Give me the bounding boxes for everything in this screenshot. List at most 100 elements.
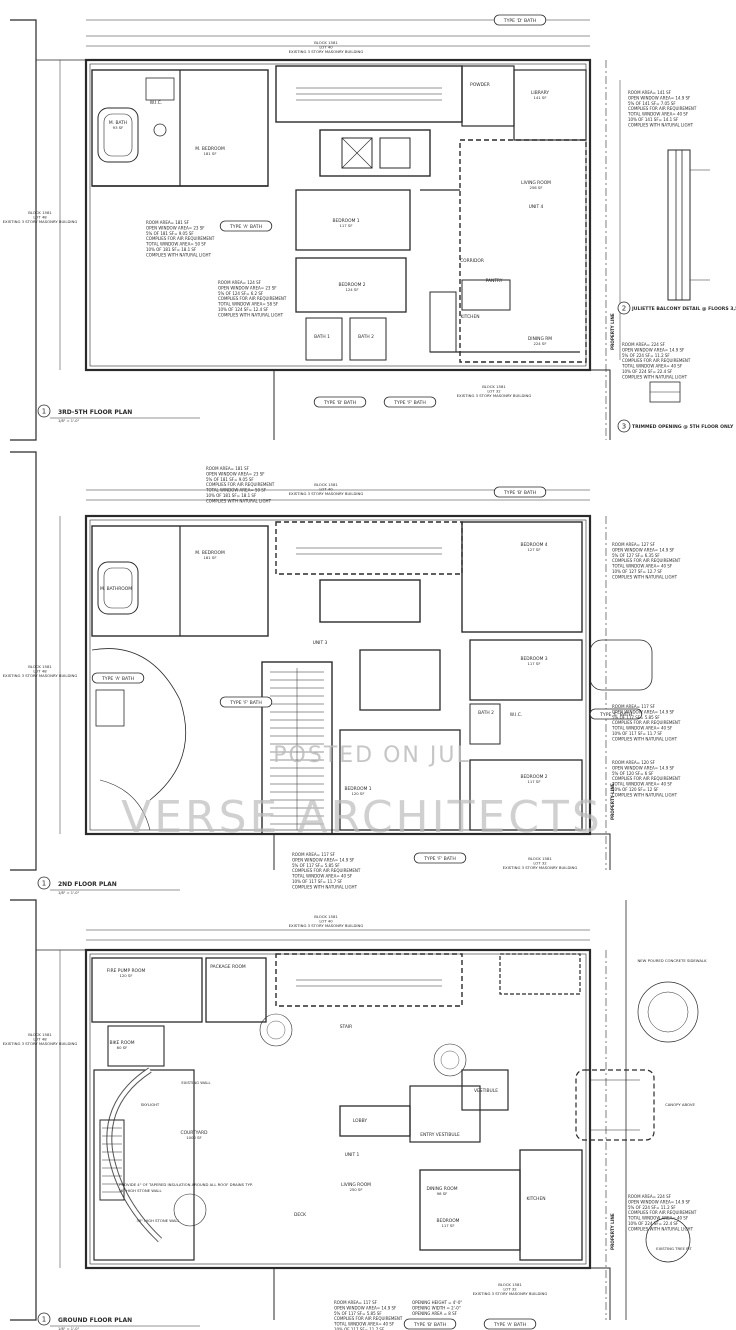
- sheet2-room-name: DINING ROOM: [426, 1186, 457, 1192]
- svg-text:COMPLIES FOR AIR REQUIREMENT: COMPLIES FOR AIR REQUIREMENT: [146, 236, 215, 241]
- svg-text:OPEN WINDOW AREA= 14.9 SF: OPEN WINDOW AREA= 14.9 SF: [612, 765, 675, 770]
- sheet0-room-area: 93 SF: [113, 125, 124, 130]
- svg-text:ROOM AREA= 117 SF: ROOM AREA= 117 SF: [292, 852, 336, 857]
- sheet1-scale: 1/8" = 1'-0": [58, 891, 80, 895]
- sheet1-bath-tag: TYPE 'A' BATH: [91, 672, 145, 684]
- sheet1-room-name: BEDROOM 1: [344, 786, 371, 792]
- sheet2-bath-tag: TYPE 'B' BATH: [403, 1318, 457, 1330]
- sheet1-number: 1: [42, 880, 46, 888]
- svg-text:TYPE 'D' BATH: TYPE 'D' BATH: [503, 18, 536, 24]
- svg-text:5% OF 117 SF= 5.85 SF: 5% OF 117 SF= 5.85 SF: [292, 863, 340, 868]
- svg-text:10% OF 117 SF= 11.7 SF: 10% OF 117 SF= 11.7 SF: [612, 731, 663, 736]
- svg-text:TYPE 'A' BATH: TYPE 'A' BATH: [493, 1322, 526, 1328]
- svg-text:OPEN WINDOW AREA= 14.9 SF: OPEN WINDOW AREA= 14.9 SF: [622, 347, 685, 352]
- svg-text:COMPLIES WITH NATURAL LIGHT: COMPLIES WITH NATURAL LIGHT: [612, 574, 678, 579]
- svg-text:COMPLIES WITH NATURAL LIGHT: COMPLIES WITH NATURAL LIGHT: [292, 884, 358, 889]
- sheet0-bath-tag: TYPE 'A' BATH: [219, 220, 273, 232]
- sheet1-neighbor-block: BLOCK 1581: [314, 482, 338, 487]
- svg-text:5% OF 117 SF= 5.85 SF: 5% OF 117 SF= 5.85 SF: [334, 1311, 382, 1316]
- sheet1-neighbor-lot: LOT 48: [33, 669, 47, 674]
- sheet0-room-name: W.I.C.: [150, 100, 162, 106]
- svg-text:COMPLIES FOR AIR REQUIREMENT: COMPLIES FOR AIR REQUIREMENT: [622, 358, 691, 363]
- sheet1-room-name: BEDROOM 2: [520, 774, 547, 780]
- svg-text:TYPE 'A' BATH: TYPE 'A' BATH: [101, 676, 134, 682]
- sheet1-number-circle: [37, 876, 51, 890]
- plan-ground-floor: [10, 899, 699, 1321]
- svg-text:TOTAL WINDOW AREA= 40 SF: TOTAL WINDOW AREA= 40 SF: [611, 782, 673, 787]
- svg-text:COMPLIES WITH NATURAL LIGHT: COMPLIES WITH NATURAL LIGHT: [146, 252, 212, 257]
- svg-text:10% OF 117 SF= 11.7 SF: 10% OF 117 SF= 11.7 SF: [292, 879, 343, 884]
- svg-text:ROOM AREA= 224 SF: ROOM AREA= 224 SF: [628, 1194, 672, 1199]
- sheet0-room-area: 141 SF: [533, 95, 546, 100]
- sheet2-number-circle: [37, 1312, 51, 1326]
- sheet0-bath-tag: TYPE 'B' BATH: [313, 396, 367, 408]
- sheet1-neighbor-block: BLOCK 1581: [28, 664, 52, 669]
- sheet2-room-name: VESTIBULE: [474, 1088, 498, 1094]
- sheet0-room-name: BEDROOM 2: [338, 282, 365, 288]
- svg-text:COMPLIES WITH NATURAL LIGHT: COMPLIES WITH NATURAL LIGHT: [628, 122, 694, 127]
- svg-text:TOTAL WINDOW AREA= 40 SF: TOTAL WINDOW AREA= 40 SF: [621, 364, 683, 369]
- sheet2-number: 1: [42, 1316, 46, 1324]
- sheet2-annotation: 36" HIGH STONE WALL: [136, 1218, 180, 1223]
- svg-text:OPEN WINDOW AREA= 14.9 SF: OPEN WINDOW AREA= 14.9 SF: [612, 547, 675, 552]
- sheet1-neighbor-lot: LOT 32: [533, 861, 547, 866]
- svg-text:TOTAL WINDOW AREA= 50 SF: TOTAL WINDOW AREA= 50 SF: [205, 488, 267, 493]
- svg-text:TYPE 'F' BATH: TYPE 'F' BATH: [423, 856, 456, 862]
- svg-text:OPEN WINDOW AREA= 14.9 SF: OPEN WINDOW AREA= 14.9 SF: [292, 857, 355, 862]
- svg-text:TOTAL WINDOW AREA= 40 SF: TOTAL WINDOW AREA= 40 SF: [333, 1322, 395, 1327]
- sheet2-neighbor-desc: EXISTING 3 STORY MASONRY BUILDING: [473, 1291, 548, 1296]
- sheet1-room-area: 117 SF: [527, 779, 540, 784]
- sheet0-room-name: M. BATH: [109, 120, 127, 126]
- svg-text:10% OF 224 SF= 22.4 SF: 10% OF 224 SF= 22.4 SF: [622, 369, 673, 374]
- sheet0-property-line: PROPERTY LINE: [610, 313, 615, 350]
- sheet2-property-line: PROPERTY LINE: [610, 1213, 615, 1250]
- sheet2-room-name: STAIR: [340, 1024, 352, 1030]
- svg-text:TYPE 'F' BATH: TYPE 'F' BATH: [229, 700, 262, 706]
- sheet0-title: 3RD-5TH FLOOR PLAN: [58, 409, 132, 416]
- svg-text:COMPLIES FOR AIR REQUIREMENT: COMPLIES FOR AIR REQUIREMENT: [612, 776, 681, 781]
- sheet0-detail-number-circle: [617, 419, 631, 433]
- sheet0-neighbor-lot: LOT 32: [487, 389, 501, 394]
- sheet0-detail-number: 3: [622, 423, 626, 431]
- sheet1-title: 2ND FLOOR PLAN: [58, 881, 117, 888]
- sheet2-title: GROUND FLOOR PLAN: [58, 1317, 132, 1324]
- sheet0-room-area: 224 SF: [533, 341, 546, 346]
- svg-text:TYPE 'B' BATH: TYPE 'B' BATH: [413, 1322, 446, 1328]
- sheet2-room-area: 98 SF: [437, 1191, 448, 1196]
- svg-text:COMPLIES FOR AIR REQUIREMENT: COMPLIES FOR AIR REQUIREMENT: [334, 1316, 403, 1321]
- watermark-line-1: POSTED ON JUL: [273, 743, 470, 768]
- sheet2-annotation: EXISTING TREE PIT: [656, 1246, 692, 1251]
- sheet0-scale: 1/8" = 1'-0": [58, 419, 80, 423]
- svg-text:OPEN WINDOW AREA= 23 SF: OPEN WINDOW AREA= 23 SF: [218, 285, 277, 290]
- svg-text:ROOM AREA= 120 SF: ROOM AREA= 120 SF: [612, 760, 656, 765]
- sheet1-room-name: M. BATHROOM: [100, 586, 132, 592]
- sheet1-room-area: 120 SF: [351, 791, 364, 796]
- svg-text:TOTAL WINDOW AREA= 40 SF: TOTAL WINDOW AREA= 40 SF: [291, 874, 353, 879]
- sheet0-room-area: 124 SF: [345, 287, 358, 292]
- sheet2-neighbor-block: BLOCK 1581: [498, 1282, 522, 1287]
- svg-text:OPEN WINDOW AREA= 14.9 SF: OPEN WINDOW AREA= 14.9 SF: [334, 1305, 397, 1310]
- sheet2-annotation: SKYLIGHT: [141, 1102, 160, 1107]
- svg-text:5% OF 224 SF= 11.2 SF: 5% OF 224 SF= 11.2 SF: [622, 353, 670, 358]
- sheet0-neighbor-block: BLOCK 1581: [28, 210, 52, 215]
- sheet2-room-name: DECK: [294, 1212, 306, 1218]
- sheet1-room-name: BEDROOM 4: [520, 542, 547, 548]
- svg-text:5% OF 181 SF= 9.05 SF: 5% OF 181 SF= 9.05 SF: [206, 477, 254, 482]
- sheet0-room-name: POWDER: [470, 82, 490, 88]
- sheet1-room-area: 117 SF: [527, 661, 540, 666]
- svg-text:TYPE 'B' BATH: TYPE 'B' BATH: [503, 490, 536, 496]
- sheet0-room-name: PANTRY: [486, 278, 503, 284]
- sheet2-room-name: BEDROOM: [437, 1218, 460, 1224]
- sheet0-room-name: LIBRARY: [531, 90, 549, 96]
- svg-text:TYPE 'F' BATH: TYPE 'F' BATH: [393, 400, 426, 406]
- sheet1-room-name: M. BEDROOM: [195, 550, 225, 556]
- sheet2-neighbor-lot: LOT 48: [33, 1037, 47, 1042]
- sheet2-neighbor-block: BLOCK 1581: [28, 1032, 52, 1037]
- plan-3rd-5th-floor: [10, 19, 710, 441]
- svg-text:OPENING AREA = 8 SF: OPENING AREA = 8 SF: [412, 1311, 458, 1316]
- svg-text:COMPLIES WITH NATURAL LIGHT: COMPLIES WITH NATURAL LIGHT: [218, 312, 284, 317]
